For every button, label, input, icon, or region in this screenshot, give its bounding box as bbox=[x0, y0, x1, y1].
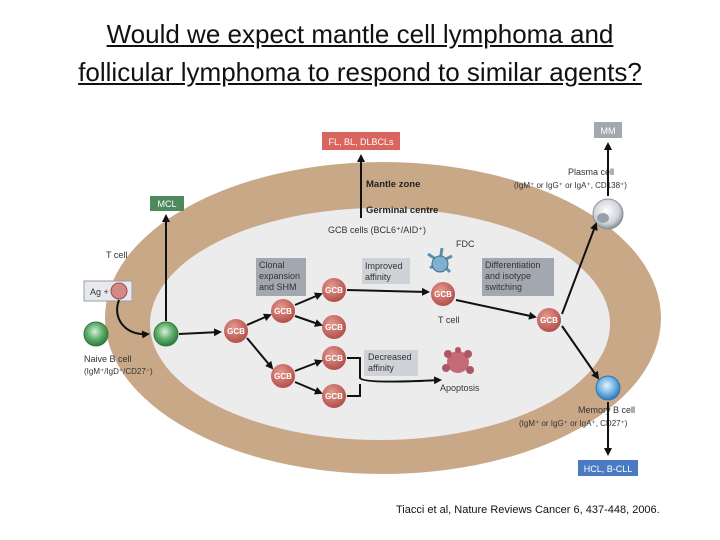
clonal-line-2: expansion bbox=[259, 271, 300, 281]
diff-line-1: Differentiation bbox=[485, 260, 540, 270]
slide-title-line-2: follicular lymphoma to respond to simila… bbox=[78, 57, 642, 87]
memory-b-cell-label: Memory B cell bbox=[578, 405, 635, 415]
hcl-bcll-box bbox=[578, 460, 638, 476]
gcb-cells-label: GCB cells (BCL6⁺/AID⁺) bbox=[328, 225, 426, 235]
gcb-cell-label: GCB bbox=[325, 392, 343, 401]
ag-label: Ag + bbox=[90, 287, 109, 297]
gcb-cell: GCB bbox=[322, 278, 346, 302]
gcb-cell: GCB bbox=[271, 299, 295, 323]
gcb-cell-label: GCB bbox=[274, 307, 292, 316]
mm-label: MM bbox=[601, 126, 616, 136]
t-cell-inner-label: T cell bbox=[438, 315, 459, 325]
decreased-affinity-box bbox=[364, 350, 418, 376]
memory-b-cell bbox=[595, 375, 621, 401]
improved-affinity-box bbox=[362, 258, 410, 284]
naive-b-cell-markers: (IgM⁺/IgD⁺/CD27⁻) bbox=[84, 367, 153, 376]
gcb-cell: GCB bbox=[537, 308, 561, 332]
gcb-cell: GCB bbox=[271, 364, 295, 388]
decreased-line-1: Decreased bbox=[368, 352, 412, 362]
citation: Tiacci et al, Nature Reviews Cancer 6, 4… bbox=[396, 504, 660, 516]
plasma-cell-nucleus bbox=[597, 213, 609, 223]
activated-b-cell bbox=[153, 321, 179, 347]
gcb-cell-label: GCB bbox=[325, 354, 343, 363]
mcl-label: MCL bbox=[157, 199, 176, 209]
t-cell-label: T cell bbox=[106, 250, 127, 260]
naive-b-cell bbox=[83, 321, 109, 347]
gcb-cell: GCB bbox=[224, 319, 248, 343]
clonal-line-1: Clonal bbox=[259, 260, 285, 270]
gcb-cell-label: GCB bbox=[540, 316, 558, 325]
improved-line-2: affinity bbox=[365, 272, 391, 282]
arrows bbox=[116, 142, 612, 456]
gcb-cell: GCB bbox=[431, 282, 455, 306]
differentiation-box bbox=[482, 258, 554, 296]
clonal-line-3: and SHM bbox=[259, 282, 297, 292]
hcl-bcll-label: HCL, B-CLL bbox=[584, 464, 633, 474]
diff-line-2: and isotype bbox=[485, 271, 531, 281]
decreased-line-2: affinity bbox=[368, 363, 394, 373]
fl-bl-dlbcl-label: FL, BL, DLBCLs bbox=[328, 137, 394, 147]
gcb-cell: GCB bbox=[322, 315, 346, 339]
gcb-cell: GCB bbox=[322, 346, 346, 370]
gcb-cell-label: GCB bbox=[274, 372, 292, 381]
naive-b-cell-label: Naive B cell bbox=[84, 354, 132, 364]
mantle-zone-label: Mantle zone bbox=[366, 179, 420, 190]
diff-line-3: switching bbox=[485, 282, 522, 292]
fdc-cell bbox=[427, 247, 453, 274]
fdc-label: FDC bbox=[456, 239, 475, 249]
mcl-box bbox=[150, 196, 184, 211]
plasma-cell bbox=[592, 198, 624, 230]
fl-bl-dlbcl-box bbox=[322, 132, 400, 150]
gcb-cell-label: GCB bbox=[325, 286, 343, 295]
t-cell bbox=[110, 282, 128, 300]
gcb-cell-label: GCB bbox=[325, 323, 343, 332]
gcb-cell-label: GCB bbox=[227, 327, 245, 336]
apoptotic-cell bbox=[442, 347, 474, 374]
germinal-centre-label: Germinal centre bbox=[366, 205, 438, 216]
plasma-cell-markers: (IgM⁺ or IgG⁺ or IgA⁺, CD138⁺) bbox=[514, 181, 627, 190]
gcb-cell-label: GCB bbox=[434, 290, 452, 299]
slide-title-line-1: Would we expect mantle cell lymphoma and bbox=[106, 19, 614, 49]
apoptosis-label: Apoptosis bbox=[440, 383, 480, 393]
gcb-cell: GCB bbox=[322, 384, 346, 408]
memory-b-cell-markers: (IgM⁺ or IgG⁺ or IgA⁺, CD27⁺) bbox=[519, 419, 628, 428]
improved-line-1: Improved bbox=[365, 261, 403, 271]
clonal-expansion-box bbox=[256, 258, 306, 296]
plasma-cell-label: Plasma cell bbox=[568, 167, 614, 177]
mm-box bbox=[594, 122, 622, 138]
